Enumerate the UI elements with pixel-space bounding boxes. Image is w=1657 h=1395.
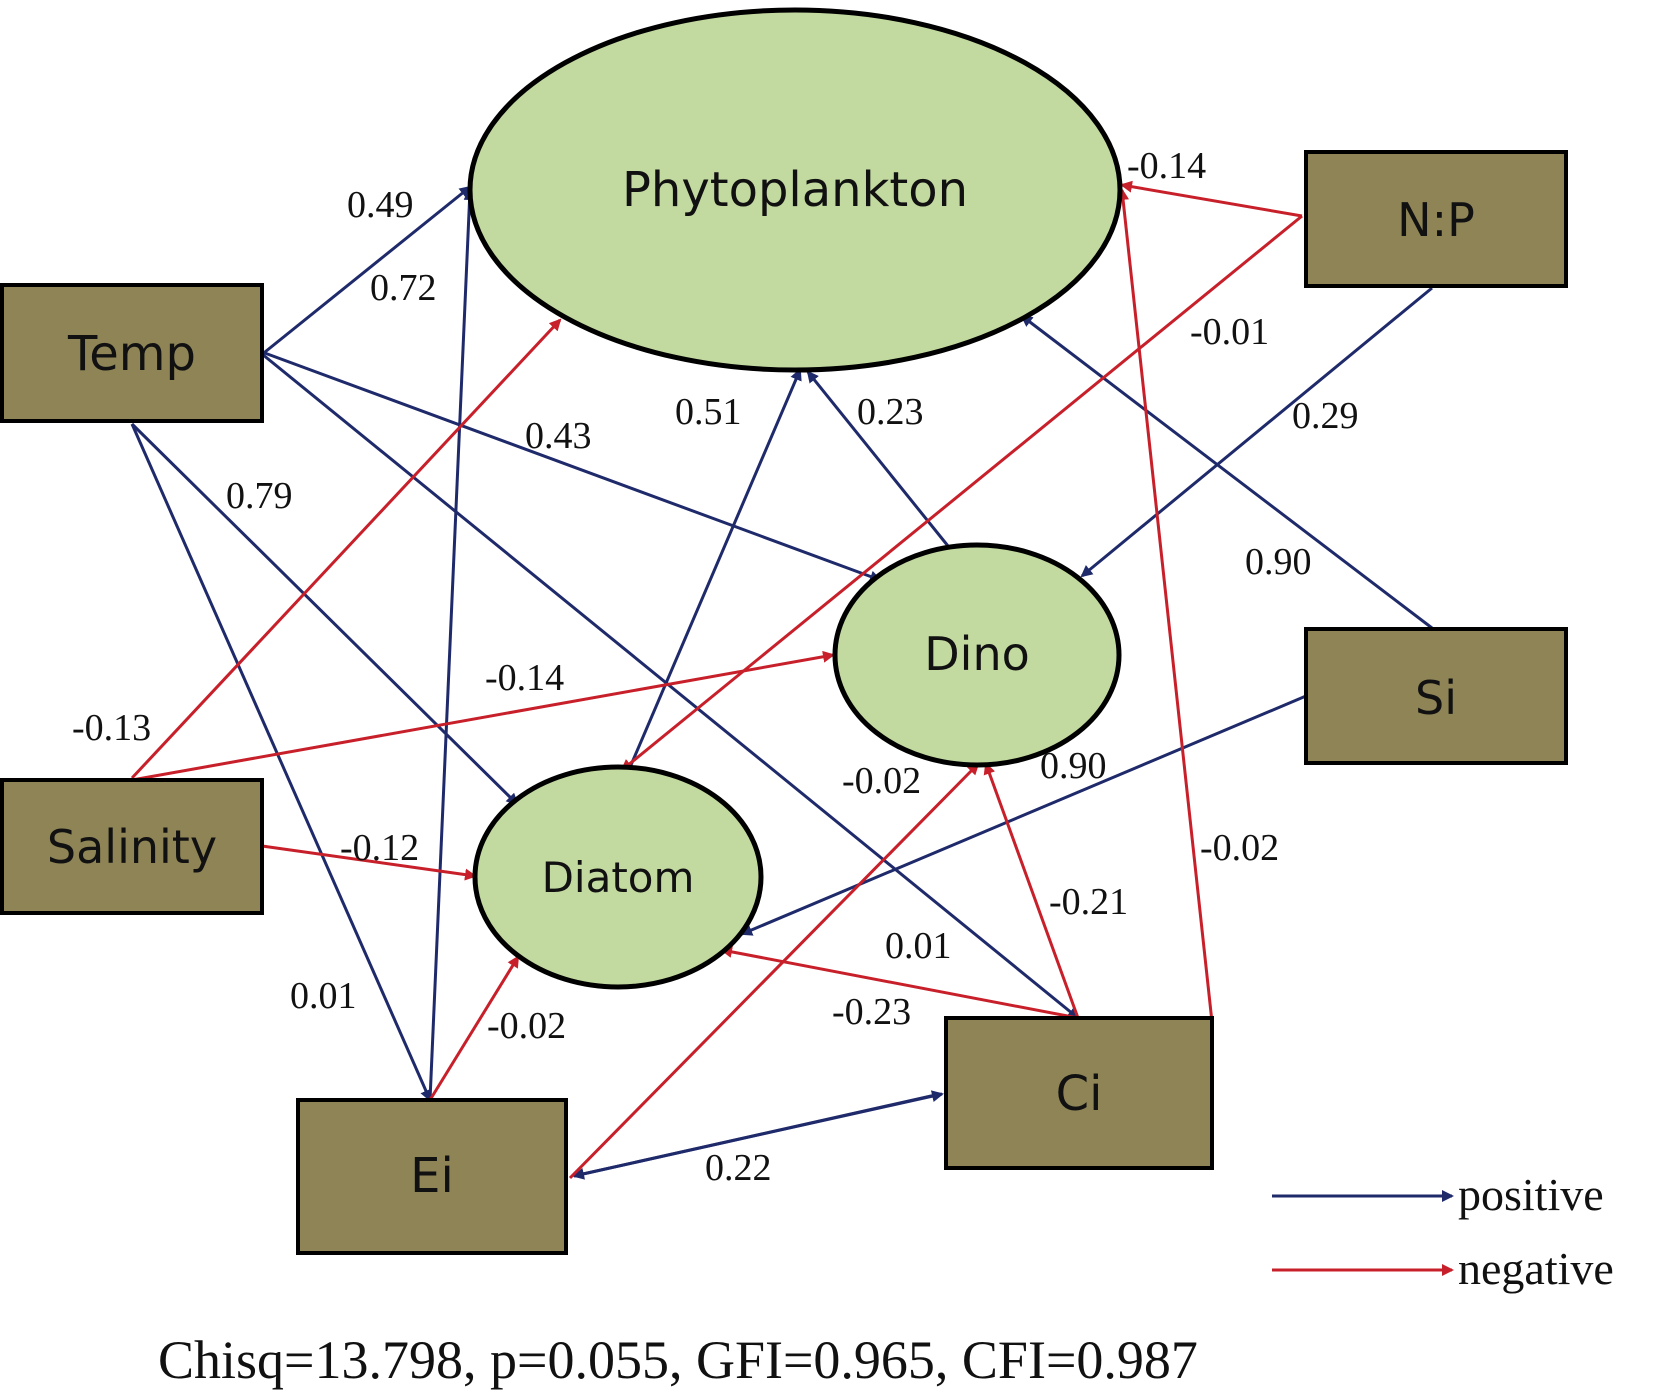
coef-si-phytoplankton: 0.90 xyxy=(1245,541,1312,583)
coef-ci-diatom-second: -0.23 xyxy=(832,991,911,1033)
edge-ci-phytoplankton xyxy=(1117,188,1214,1023)
edge-np-phytoplankton xyxy=(1120,180,1303,218)
node-diatom: Diatom xyxy=(472,764,764,990)
edge-np-diatom xyxy=(620,214,1303,772)
edge-ei-diatom xyxy=(428,955,520,1101)
node-ei-label: Ei xyxy=(410,1148,454,1204)
edge-salinity-diatom xyxy=(261,844,477,881)
node-si: Si xyxy=(1304,627,1568,765)
node-phytoplankton-label: Phytoplankton xyxy=(622,162,968,218)
edge-temp-dino xyxy=(261,350,882,583)
coef-temp-phytoplankton: 0.49 xyxy=(347,184,414,226)
edge-temp-diatom xyxy=(130,422,519,806)
edge-np-dino xyxy=(1080,286,1433,578)
edge-salinity-phytoplankton xyxy=(130,318,562,780)
node-salinity: Salinity xyxy=(0,778,264,915)
node-phytoplankton: Phytoplankton xyxy=(467,7,1123,373)
coef-np-phytoplankton: -0.14 xyxy=(1127,145,1206,187)
node-temp-label: Temp xyxy=(67,326,196,382)
coef-ei-diatom: -0.02 xyxy=(487,1005,566,1047)
coef-temp-dino: 0.43 xyxy=(525,415,592,457)
coef-ci-diatom: 0.01 xyxy=(885,925,952,967)
fit-statistics: Chisq=13.798, p=0.055, GFI=0.965, CFI=0.… xyxy=(158,1330,1198,1390)
node-ci-label: Ci xyxy=(1056,1066,1103,1122)
edge-salinity-dino xyxy=(131,650,835,782)
edge-ci-diatom xyxy=(720,945,1079,1020)
node-dino: Dino xyxy=(832,542,1122,768)
edge-si-diatom xyxy=(740,694,1307,936)
coef-ei-phytoplankton: 0.72 xyxy=(370,267,437,309)
coef-salinity-phytoplankton: -0.13 xyxy=(72,707,151,749)
node-temp: Temp xyxy=(0,283,264,423)
edge-diatom-phytoplankton xyxy=(626,368,802,773)
coef-temp-ei: 0.01 xyxy=(290,975,357,1017)
path-nodes: Phytoplankton Dino Diatom Temp Salinity … xyxy=(0,7,1568,1255)
coef-si-diatom: 0.90 xyxy=(1040,745,1107,787)
node-dino-label: Dino xyxy=(924,627,1030,681)
coef-ci-phytoplankton: -0.02 xyxy=(1200,827,1279,869)
node-ci: Ci xyxy=(944,1016,1214,1170)
node-ei: Ei xyxy=(296,1098,568,1255)
edge-ei-dino xyxy=(568,762,980,1180)
edge-temp-ei xyxy=(130,423,432,1102)
legend: positive negative xyxy=(1272,1169,1614,1294)
coef-dino-phytoplankton: 0.23 xyxy=(857,391,924,433)
node-diatom-label: Diatom xyxy=(542,853,695,902)
coef-np-diatom: -0.01 xyxy=(1190,311,1269,353)
edge-dino-phytoplankton xyxy=(806,370,950,547)
edge-ci-dino xyxy=(983,762,1080,1019)
coef-temp-diatom: 0.79 xyxy=(226,475,293,517)
node-si-label: Si xyxy=(1415,671,1457,725)
edge-ei-ci xyxy=(573,1090,944,1178)
coef-ei-dino: -0.02 xyxy=(842,760,921,802)
edge-si-phytoplankton xyxy=(1020,314,1433,630)
node-salinity-label: Salinity xyxy=(47,820,217,874)
legend-negative-label: negative xyxy=(1458,1243,1614,1294)
node-np-label: N:P xyxy=(1397,193,1475,247)
coef-salinity-diatom: -0.12 xyxy=(340,827,419,869)
path-edges xyxy=(130,180,1433,1180)
coef-salinity-dino: -0.14 xyxy=(485,657,564,699)
legend-positive-label: positive xyxy=(1458,1169,1604,1220)
coef-ei-ci: 0.22 xyxy=(705,1147,772,1189)
edge-temp-phytoplankton xyxy=(259,185,472,358)
coef-diatom-phytoplankton: 0.51 xyxy=(675,391,742,433)
coefficient-labels: 0.49 0.72 0.43 0.79 0.01 -0.13 -0.14 -0.… xyxy=(72,145,1359,1189)
edge-ei-phytoplankton xyxy=(428,188,476,1101)
coef-ci-dino: -0.21 xyxy=(1049,881,1128,923)
edge-temp-ci xyxy=(261,352,1080,1020)
coef-np-dino: 0.29 xyxy=(1292,395,1359,437)
node-np: N:P xyxy=(1304,150,1568,288)
